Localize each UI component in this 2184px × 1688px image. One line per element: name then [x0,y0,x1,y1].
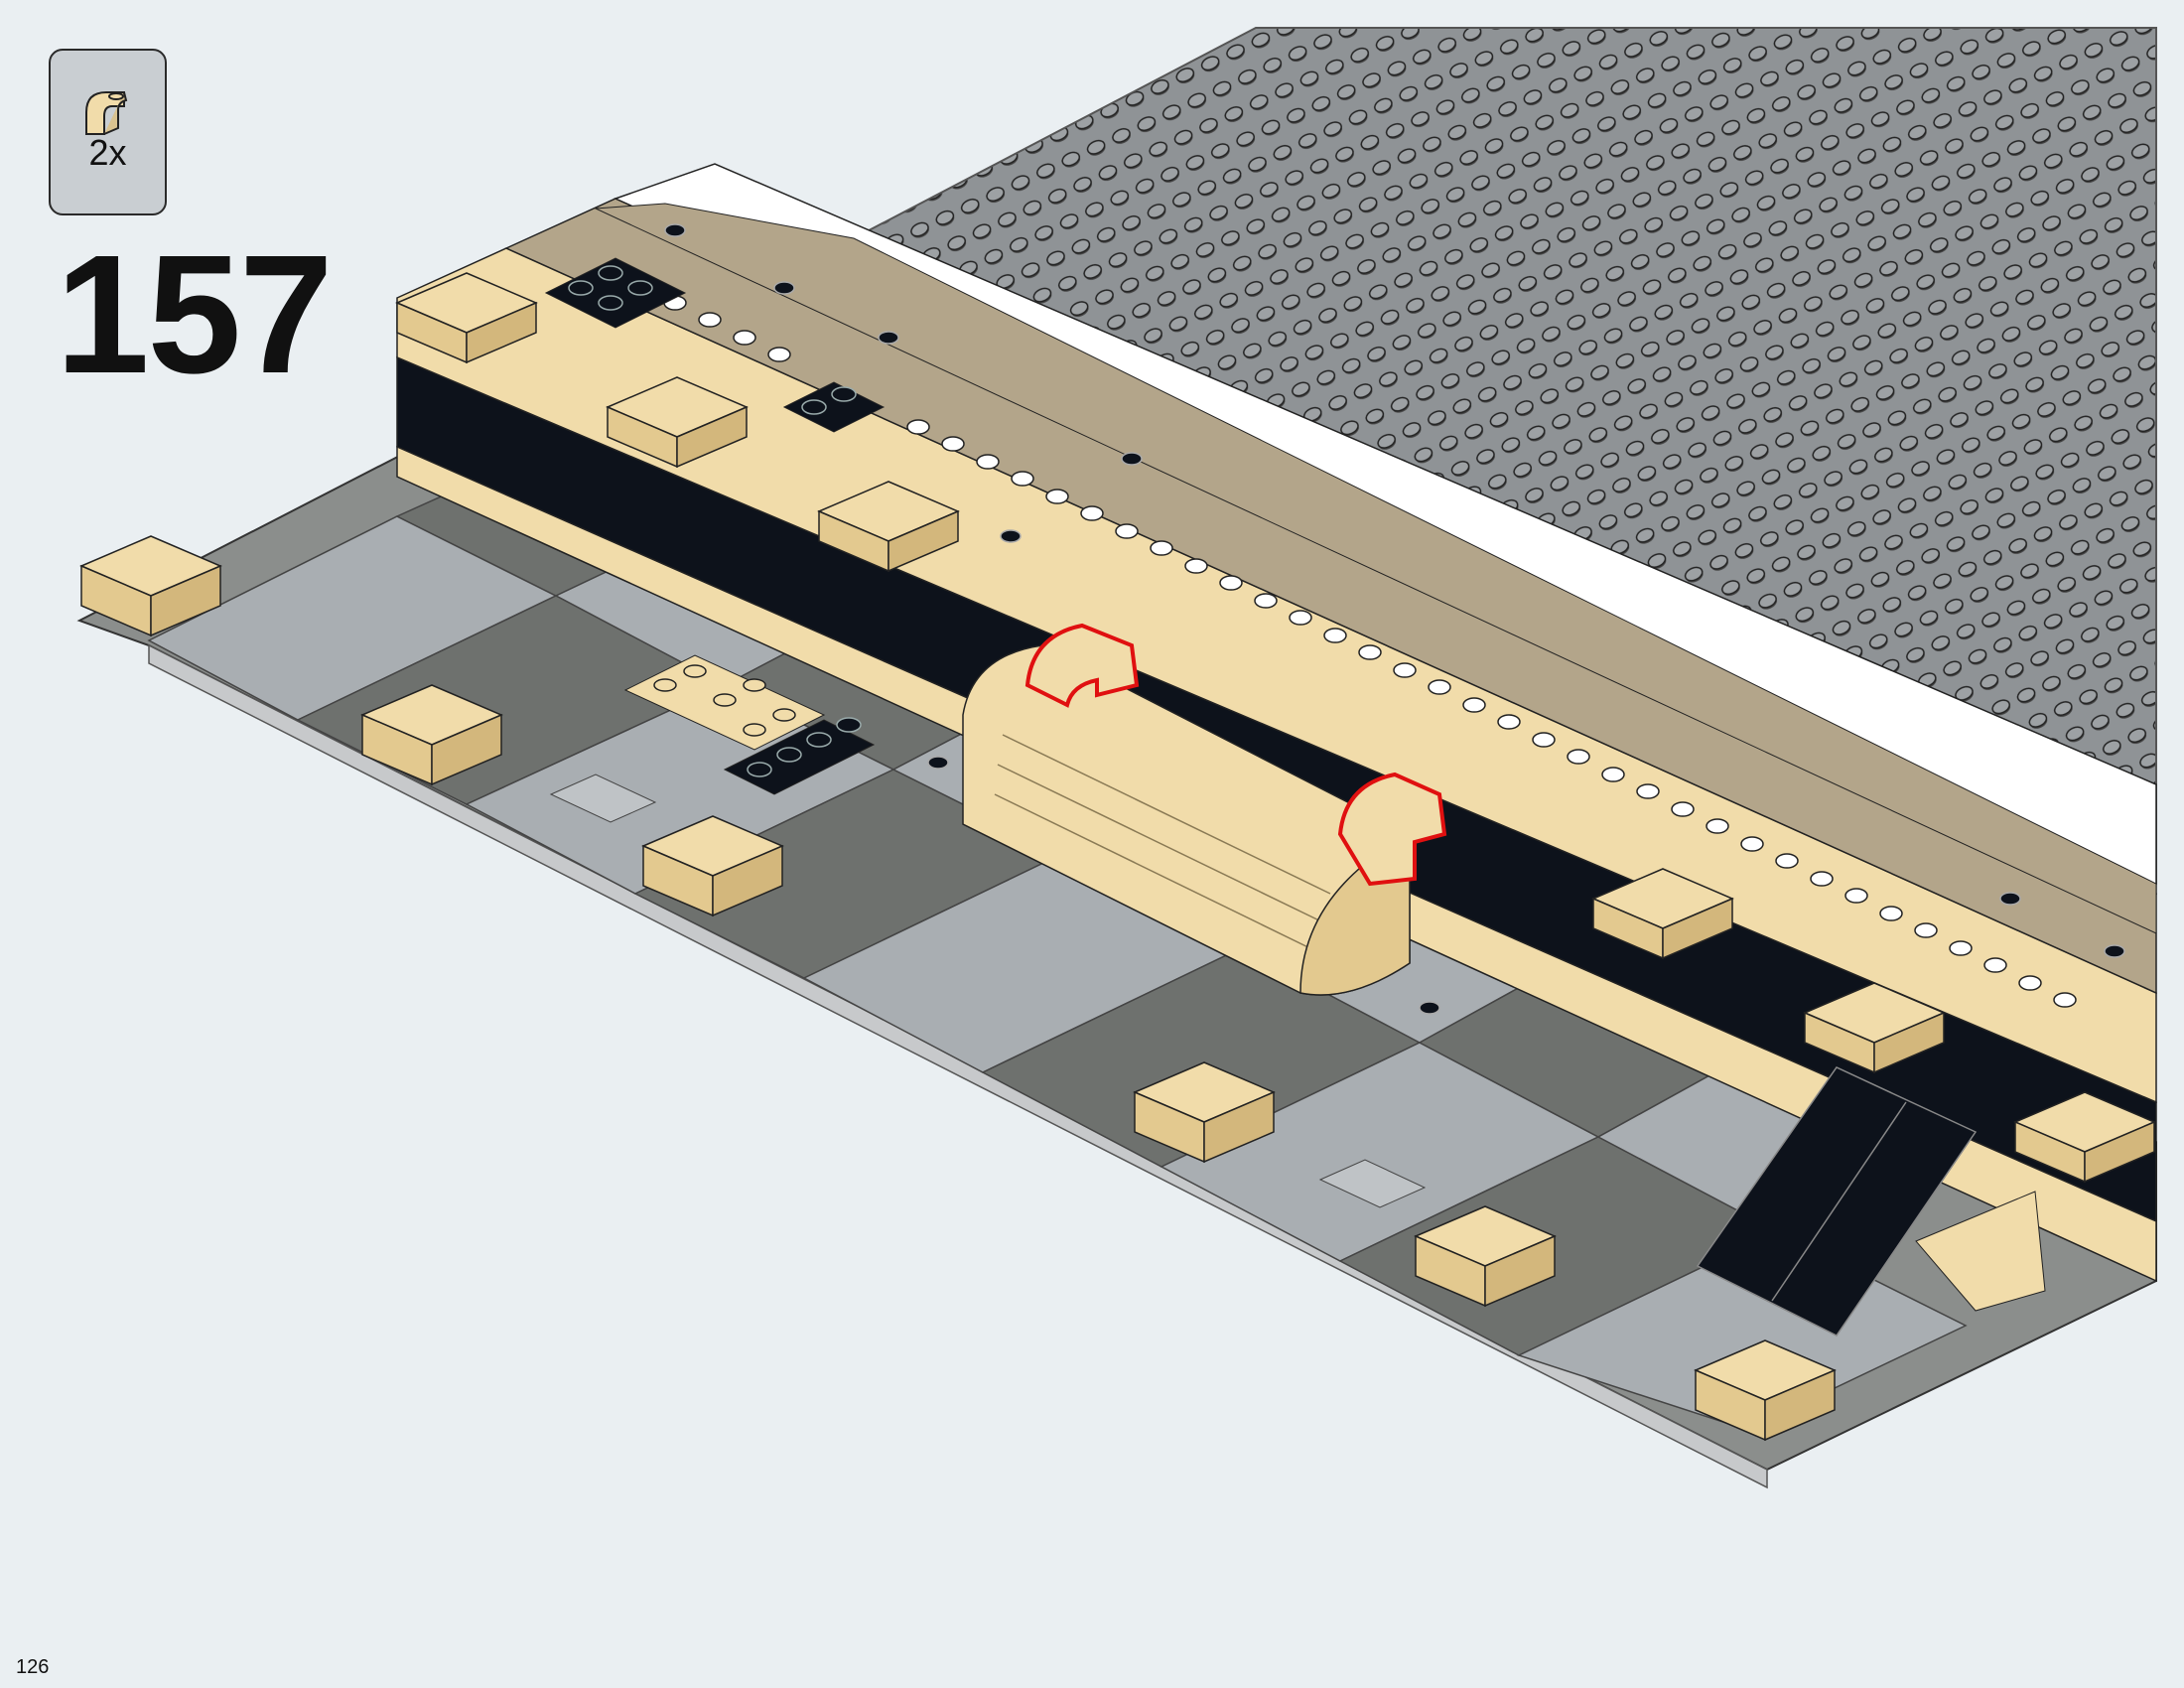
platform-dark-tan-rear [594,203,2157,934]
white-studs [663,295,2077,1008]
tan-brick [1694,1339,1837,1442]
tan-brick [1803,982,1946,1074]
new-part-highlight [1024,623,1447,887]
tan-brick [2013,1091,2156,1184]
tan-brick [1591,868,1734,960]
black-plate-2 [782,381,886,433]
page-number: 126 [16,1656,50,1678]
tan-brick [817,481,960,573]
tan-brick [606,376,749,469]
step-number: 157 [56,220,334,409]
black-ramp [1696,1066,1978,1336]
parts-callout: 2x [49,49,167,215]
tan-brick [79,535,222,637]
platform-top-tan [396,247,2157,1104]
tan-brick [360,684,503,786]
tan-brick [1414,1205,1557,1308]
floor-grates [549,774,1427,1208]
tan-brick [641,815,784,917]
tan-bricks [79,272,2156,1442]
black-plate-1 [544,257,687,329]
part-quantity: 2x [88,132,127,173]
tan-brick [395,272,538,364]
tan-curved-slope-brick-icon [85,91,128,135]
tan-brick [1133,1061,1276,1164]
